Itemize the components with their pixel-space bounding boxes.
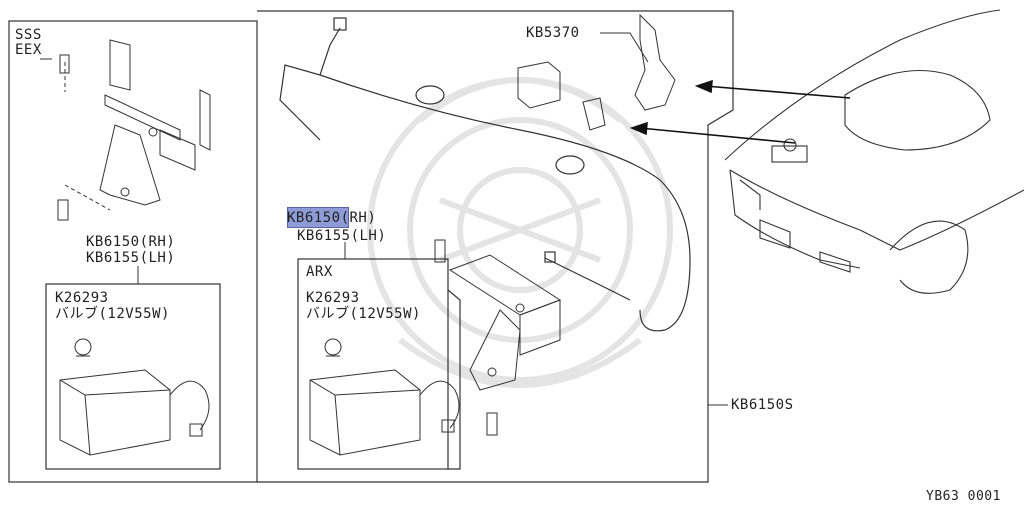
grade-arx-label: ARX: [306, 264, 333, 280]
center-panel-frame: [257, 10, 734, 483]
pointer-arrows: [629, 79, 851, 144]
kit-part-callout[interactable]: KB6150S: [731, 397, 794, 413]
left-bracket-lh-part[interactable]: KB6155(LH): [86, 250, 176, 266]
left-lamp-frame: [45, 283, 221, 470]
center-bracket-rh-part[interactable]: KB6150(RH): [287, 210, 376, 226]
left-bracket-rh-part[interactable]: KB6150(RH): [86, 234, 176, 250]
relay-and-switch-drawing: [517, 13, 676, 131]
left-lamp-part[interactable]: K26293: [55, 290, 109, 306]
center-bracket-lh-part[interactable]: KB6155(LH): [297, 228, 387, 244]
grade-sss-label: SSS: [15, 27, 42, 43]
center-bulb-spec: バルブ(12V55W): [306, 306, 421, 322]
wiring-harness-drawing: [279, 17, 691, 332]
left-fog-lamp-drawing: [59, 338, 210, 456]
arx-frame-tail: [447, 289, 461, 470]
center-lamp-frame: [297, 258, 449, 470]
center-bracket-drawing: [434, 239, 562, 436]
switch-part-callout[interactable]: KB5370: [526, 25, 580, 41]
diagram-code: YB63 0001: [926, 489, 1001, 504]
grade-eex-label: EEX: [15, 42, 42, 58]
highlighted-part-number[interactable]: KB6150: [287, 210, 341, 226]
center-fog-lamp-drawing: [309, 338, 460, 456]
left-bulb-spec: バルブ(12V55W): [55, 306, 170, 322]
left-panel-frame: [8, 20, 258, 483]
selected-part-highlight: [287, 207, 349, 228]
panel-frames: [8, 10, 734, 483]
car-illustration: [724, 9, 1024, 294]
left-bracket-drawing: [57, 39, 211, 221]
center-lamp-part[interactable]: K26293: [306, 290, 360, 306]
rh-suffix: (RH): [340, 210, 377, 226]
